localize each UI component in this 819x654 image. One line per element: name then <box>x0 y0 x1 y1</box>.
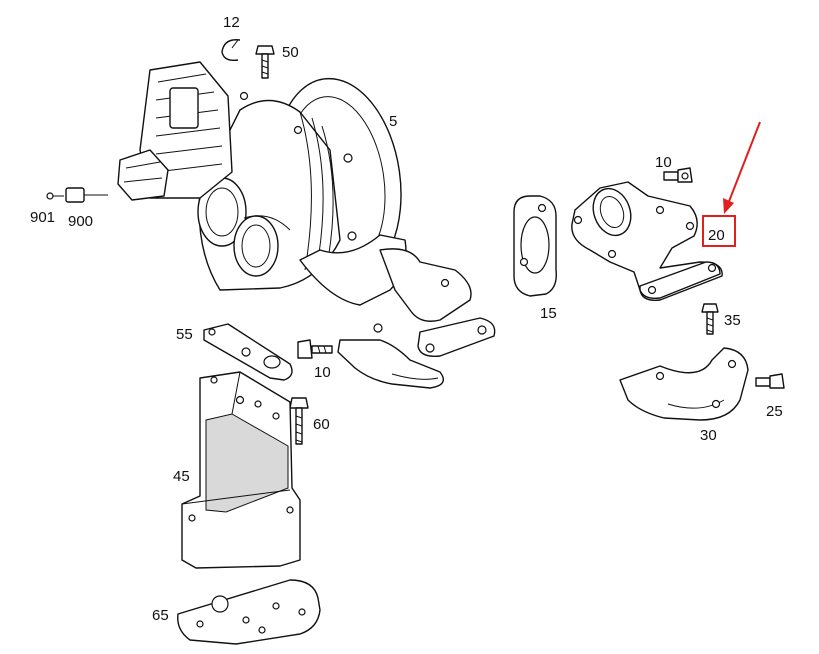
label-10-upper: 10 <box>655 154 672 171</box>
label-55: 55 <box>176 326 193 343</box>
bolt-part-10-upper[interactable] <box>663 167 693 183</box>
bolt-part-35[interactable] <box>701 303 719 335</box>
bolt-part-10-lower[interactable] <box>297 339 333 359</box>
label-10-lower: 10 <box>314 364 331 381</box>
label-45: 45 <box>173 468 190 485</box>
connector-part-900[interactable] <box>65 187 108 203</box>
label-901: 901 <box>30 209 55 226</box>
bolt-part-25[interactable] <box>755 373 785 389</box>
gasket-plate-part-55[interactable] <box>203 323 293 381</box>
label-12: 12 <box>223 14 240 31</box>
turbocharger-part-5[interactable] <box>197 70 496 389</box>
support-housing-part-45[interactable] <box>181 371 301 569</box>
gasket-part-15[interactable] <box>513 195 557 297</box>
label-5: 5 <box>389 113 397 130</box>
label-15: 15 <box>540 305 557 322</box>
exhaust-elbow-part-20[interactable] <box>571 181 723 301</box>
gasket-part-65[interactable] <box>177 579 321 645</box>
label-50: 50 <box>282 44 299 61</box>
clip-part-12[interactable] <box>221 39 241 62</box>
bracket-part-30[interactable] <box>619 347 749 421</box>
electric-actuator[interactable] <box>117 61 233 201</box>
label-900: 900 <box>68 213 93 230</box>
bolt-part-60[interactable] <box>289 397 309 445</box>
label-35: 35 <box>724 312 741 329</box>
label-30: 30 <box>700 427 717 444</box>
label-20: 20 <box>708 227 725 244</box>
label-25: 25 <box>766 403 783 420</box>
label-65: 65 <box>152 607 169 624</box>
highlight-callout <box>702 121 761 247</box>
label-60: 60 <box>313 416 330 433</box>
pin-part-901[interactable] <box>46 192 64 200</box>
bolt-part-50[interactable] <box>255 45 275 79</box>
